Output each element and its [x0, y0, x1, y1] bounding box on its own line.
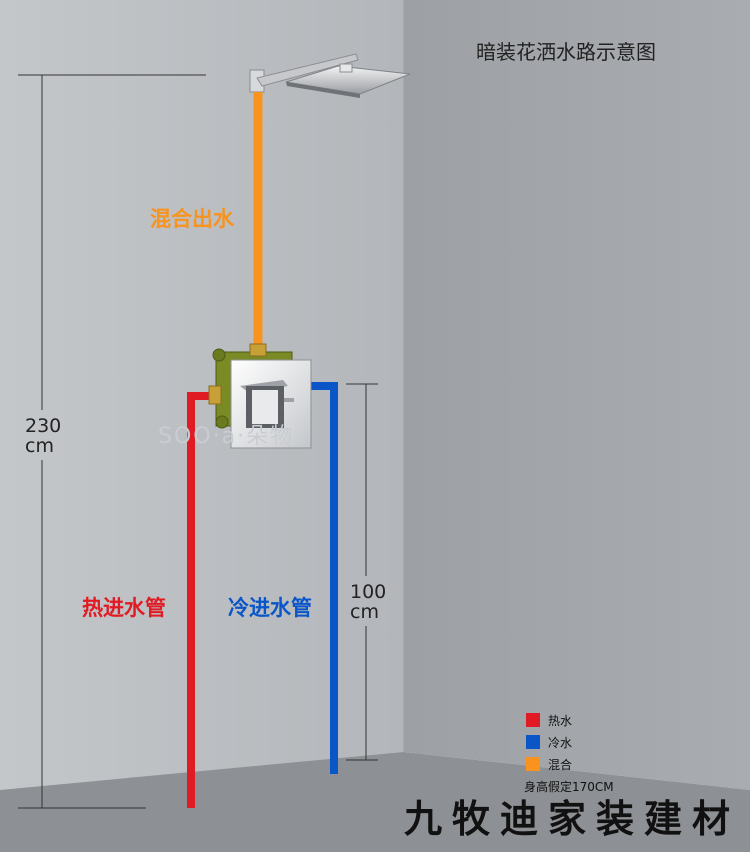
- right-wall: [404, 0, 750, 790]
- legend-label-cold: 冷水: [548, 735, 573, 750]
- total-height-unit: cm: [25, 435, 54, 457]
- legend-swatch-mixed: [526, 757, 540, 771]
- cold-pipe-label: 冷进水管: [228, 596, 312, 620]
- inlet-height-value: 100: [350, 581, 387, 603]
- height-note: 身高假定170CM: [524, 780, 614, 794]
- legend-swatch-hot: [526, 713, 540, 727]
- brand-watermark: 九牧迪家装建材: [404, 796, 741, 841]
- legend-swatch-cold: [526, 735, 540, 749]
- legend-item-hot: 热水: [526, 709, 572, 731]
- inlet-height-dimension: [346, 383, 378, 761]
- legend-item-mixed: 混合: [526, 753, 572, 775]
- legend-item-cold: 冷水: [526, 731, 572, 753]
- legend: 热水 冷水 混合: [526, 709, 572, 775]
- mixed-outlet-label: 混合出水: [150, 207, 234, 231]
- hot-pipe-label: 热进水管: [82, 596, 166, 620]
- legend-label-mixed: 混合: [548, 757, 573, 772]
- total-height-value: 230: [25, 415, 62, 437]
- total-height-label: 230 cm: [25, 416, 61, 456]
- inlet-height-label: 100 cm: [350, 582, 386, 622]
- cold-pipe: [310, 382, 338, 774]
- shower-head: [249, 53, 411, 98]
- inlet-height-unit: cm: [350, 601, 379, 623]
- diagram-title: 暗装花洒水路示意图: [476, 40, 656, 64]
- legend-label-hot: 热水: [548, 713, 573, 728]
- total-height-dimension: [18, 74, 206, 809]
- watermark: SOO·a·朵物: [158, 424, 295, 449]
- valve-box: [208, 343, 312, 449]
